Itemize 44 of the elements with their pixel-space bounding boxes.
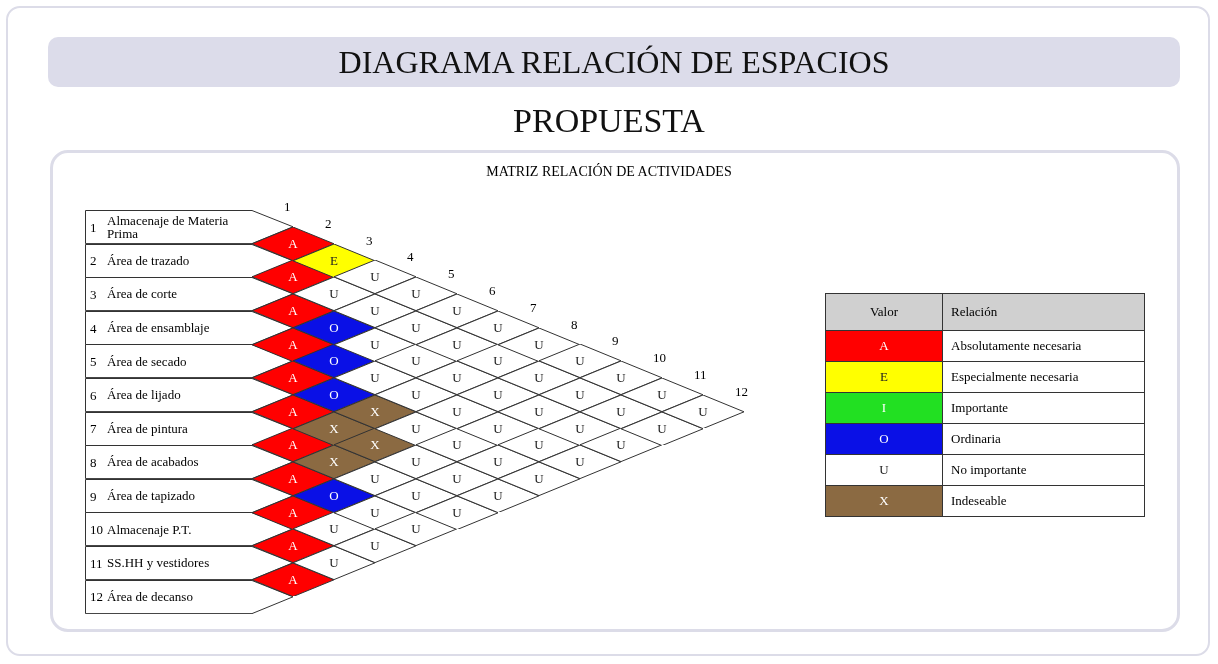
row-number: 8: [90, 456, 97, 469]
column-header: Valor: [825, 293, 943, 331]
row-number: 11: [90, 556, 103, 570]
row-number: 9: [90, 489, 97, 503]
activity-name: Área de acabados: [107, 455, 200, 469]
row-number: 7: [90, 422, 97, 436]
legend-text: Importante: [942, 392, 1145, 424]
legend-swatch: O: [825, 423, 943, 455]
row-number: 3: [90, 288, 97, 301]
row-number: 2: [90, 254, 97, 268]
subtitle: PROPUESTA: [512, 101, 706, 141]
legend-swatch: U: [825, 454, 943, 486]
row-number: 6: [90, 388, 97, 402]
legend-text: Indeseable: [942, 485, 1145, 517]
legend-text: Especialmente necesaria: [942, 361, 1145, 393]
activity-name: Almacenaje P.T.: [107, 522, 193, 536]
activity-name: Área de trazado: [107, 253, 191, 267]
legend-swatch: A: [825, 330, 943, 362]
activity-name: Área de lijado: [107, 388, 182, 402]
legend-swatch: I: [825, 392, 943, 424]
legend-swatch: E: [825, 361, 943, 393]
activity-name: Área de secado: [107, 354, 188, 368]
row-number: 1: [90, 220, 97, 234]
column-header: Relación: [942, 293, 1145, 331]
title-banner: DIAGRAMA RELACIÓN DE ESPACIOS: [48, 37, 1180, 87]
column-number: 6: [489, 284, 496, 297]
activity-name: SS.HH y vestidores: [107, 556, 211, 570]
row-number: 12: [90, 590, 103, 604]
column-number: 1: [284, 200, 291, 213]
legend-text: No importante: [942, 454, 1145, 486]
legend-swatch: X: [825, 485, 943, 517]
activity-name: Área de corte: [107, 287, 178, 301]
row-number: 5: [90, 355, 97, 369]
row-number: 4: [90, 321, 97, 335]
legend-text: Absolutamente necesaria: [942, 330, 1145, 362]
activity-name: Área de tapizado: [107, 489, 197, 503]
matrix-title: MATRIZ RELACIÓN DE ACTIVIDADES: [485, 164, 733, 180]
legend-text: Ordinaria: [942, 423, 1145, 455]
row-number: 10: [90, 523, 103, 537]
column-number: 11: [694, 368, 707, 381]
activity-name: Área de ensamblaje: [107, 321, 211, 335]
activity-name: Almacenaje de Materia Prima: [107, 213, 230, 240]
activity-name: Área de pintura: [107, 421, 189, 435]
activity-name: Área de decanso: [107, 589, 194, 603]
